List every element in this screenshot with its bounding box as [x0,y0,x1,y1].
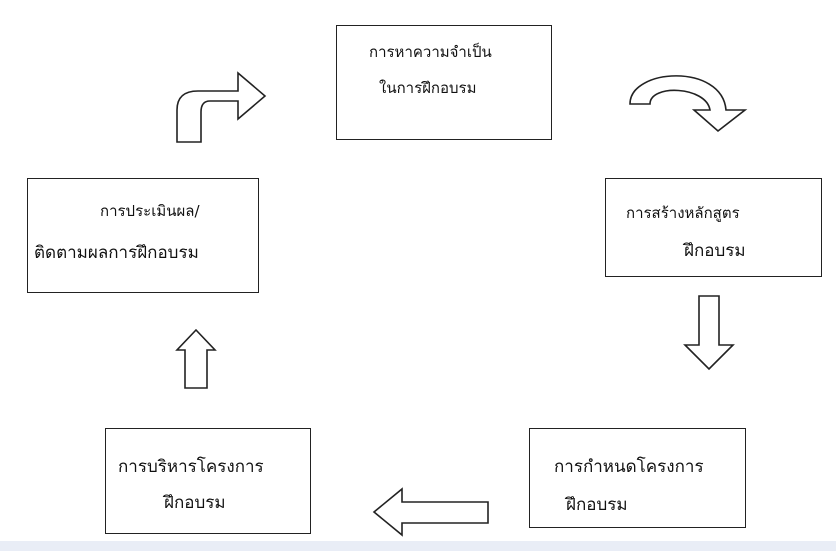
bottom-strip [0,541,836,551]
step-label-line2: ติดตามผลการฝึกอบรม [34,243,199,263]
step-box-curriculum: การสร้างหลักสูตร ฝึกอบรม [605,178,822,277]
arrow-down-icon [683,295,735,371]
step-label-line2: ฝึกอบรม [164,493,226,513]
step-box-project-management: การบริหารโครงการ ฝึกอบรม [105,428,311,534]
step-box-needs-analysis: การหาความจำเป็น ในการฝึกอบรม [336,25,552,140]
step-box-evaluation: การประเมินผล/ ติดตามผลการฝึกอบรม [27,178,259,293]
curved-arrow-up-right-icon [176,71,267,143]
step-label-line1: การสร้างหลักสูตร [626,204,740,222]
arrow-left-icon [372,487,489,537]
step-label-line1: การกำหนดโครงการ [554,457,704,477]
step-label-line2: ในการฝึกอบรม [379,79,477,97]
arrow-up-icon [175,328,217,389]
step-label-line1: การบริหารโครงการ [118,457,264,477]
step-label-line1: การประเมินผล/ [100,202,200,220]
step-box-project-definition: การกำหนดโครงการ ฝึกอบรม [529,428,746,528]
step-label-line2: ฝึกอบรม [566,495,628,515]
step-label-line1: การหาความจำเป็น [369,43,492,61]
curved-arrow-down-icon [629,75,748,133]
step-label-line2: ฝึกอบรม [684,241,746,261]
